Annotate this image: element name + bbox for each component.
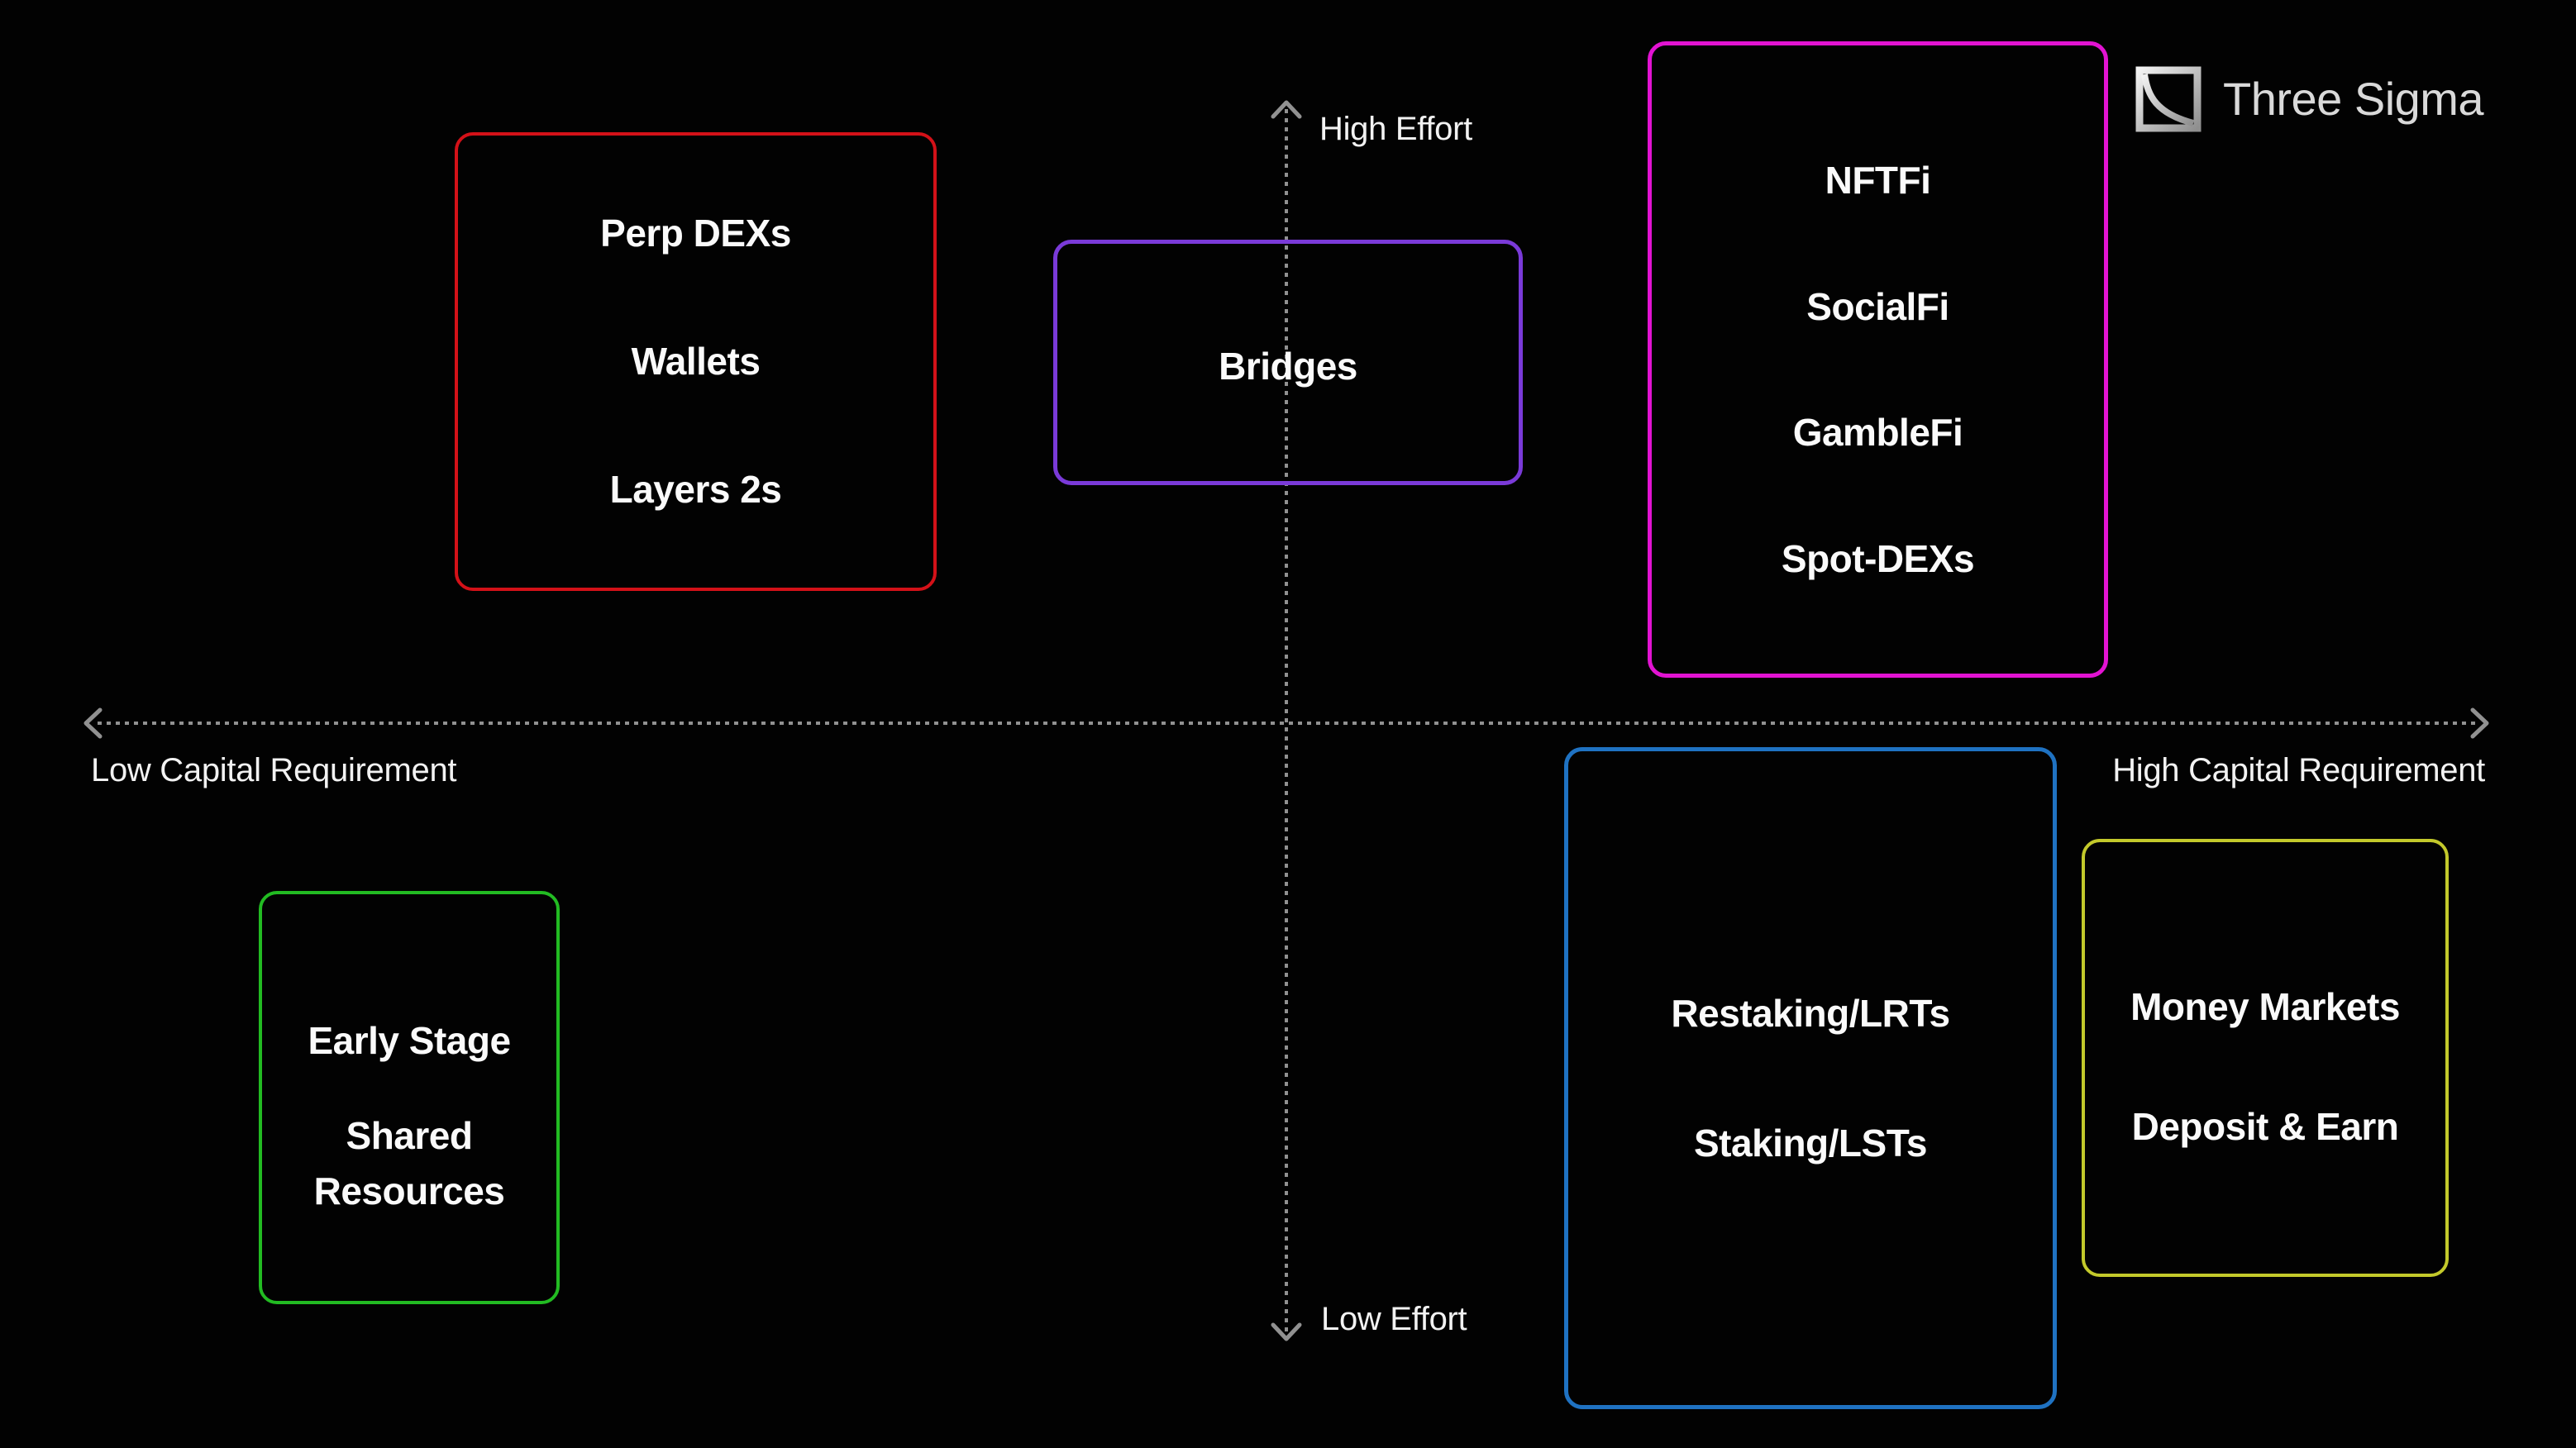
box-item: Bridges	[1219, 345, 1357, 388]
x-axis-left-label: Low Capital Requirement	[91, 752, 457, 788]
box-item: Spot-DEXs	[1781, 536, 1975, 580]
y-axis-top-label: High Effort	[1319, 111, 1472, 147]
box-item: Perp DEXs	[600, 212, 791, 255]
arrow-down-icon	[1271, 1322, 1302, 1341]
box-item: Layers 2s	[609, 468, 782, 511]
category-box-perp-dexs-wallets-l2s: Perp DEXs Wallets Layers 2s	[455, 132, 937, 591]
category-box-nftfi-socialfi-gamblefi-spotdexs: NFTFi SocialFi GambleFi Spot-DEXs	[1648, 41, 2108, 678]
box-item: GambleFi	[1792, 411, 1963, 455]
box-item: Deposit & Earn	[2131, 1105, 2399, 1148]
category-box-early-stage-shared-resources: Early Stage Shared Resources	[259, 891, 560, 1304]
three-sigma-logo-icon	[2135, 66, 2202, 132]
arrow-left-icon	[83, 707, 103, 739]
box-item: Early Stage	[308, 1019, 511, 1062]
three-sigma-logo: Three Sigma	[2135, 66, 2484, 132]
box-item: Money Markets	[2130, 985, 2400, 1028]
box-item: Restaking/LRTs	[1671, 991, 1950, 1035]
arrow-right-icon	[2470, 707, 2489, 739]
y-axis-bottom-label: Low Effort	[1321, 1301, 1467, 1337]
category-box-restaking-staking: Restaking/LRTs Staking/LSTs	[1564, 747, 2057, 1409]
category-box-money-markets-deposit-earn: Money Markets Deposit & Earn	[2082, 839, 2449, 1277]
box-item: Wallets	[631, 340, 761, 383]
box-item: Shared Resources	[313, 1114, 505, 1212]
category-box-bridges: Bridges	[1053, 240, 1523, 485]
box-item: NFTFi	[1825, 159, 1931, 202]
box-item: SocialFi	[1806, 284, 1949, 328]
three-sigma-logo-text: Three Sigma	[2223, 73, 2484, 125]
x-axis-right-label: High Capital Requirement	[2112, 752, 2485, 788]
arrow-up-icon	[1271, 100, 1302, 119]
box-item: Staking/LSTs	[1694, 1121, 1927, 1165]
y-axis-dotted-line	[1285, 109, 1288, 1334]
